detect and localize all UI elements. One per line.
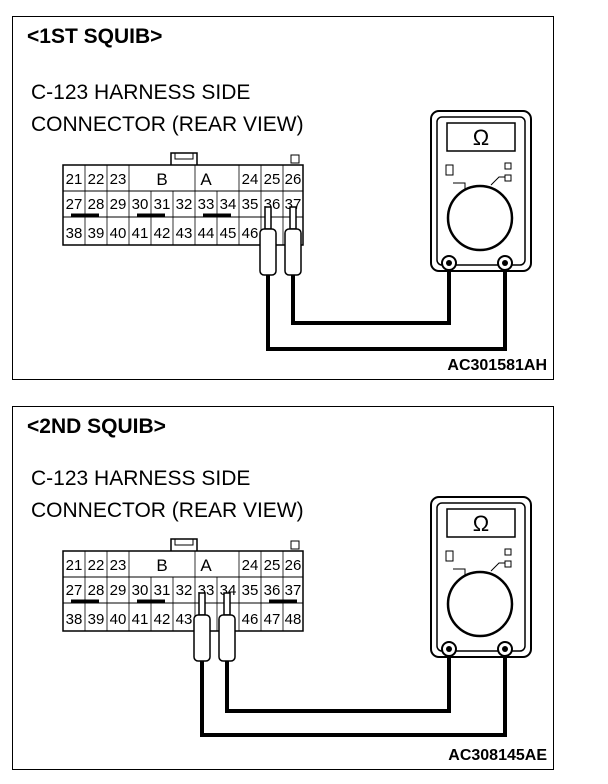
pin-label: 28 xyxy=(88,582,105,599)
pin-label: 40 xyxy=(110,225,127,242)
pin-label: 37 xyxy=(285,196,302,213)
panel-2nd-squib: 21 22 23 B A 24 25 26 27 28 29 30 31 32 … xyxy=(12,406,554,770)
test-probes xyxy=(193,592,236,662)
pin-label: 22 xyxy=(88,171,105,188)
pin-label: 26 xyxy=(285,557,302,574)
pin-label: 44 xyxy=(198,225,215,242)
ohm-icon: Ω xyxy=(473,511,489,536)
pin-label: 22 xyxy=(88,557,105,574)
meter-dial xyxy=(446,570,514,638)
probe-wire-2 xyxy=(291,263,451,325)
cavity-label-b: B xyxy=(156,556,167,575)
pin-label: 27 xyxy=(66,196,83,213)
pin-label: 31 xyxy=(154,582,171,599)
pin-label: 23 xyxy=(110,557,127,574)
figure-code: AC301581AH xyxy=(447,357,547,374)
panel-1st-squib: 21 22 23 B A 24 25 26 27 28 29 30 31 32 … xyxy=(12,16,554,380)
pin-label: 30 xyxy=(132,582,149,599)
pin-label: 32 xyxy=(176,582,193,599)
pin-label: 38 xyxy=(66,611,83,628)
connector-label-line1: C-123 HARNESS SIDE xyxy=(31,81,251,104)
panel-title: <2ND SQUIB> xyxy=(27,415,166,438)
probe-wire-1 xyxy=(266,263,507,351)
probe-wire-2 xyxy=(225,649,451,713)
ohmmeter: Ω xyxy=(430,110,532,272)
connector-c123 xyxy=(62,538,304,632)
diagram-1st-squib: 21 22 23 B A 24 25 26 27 28 29 30 31 32 … xyxy=(62,110,532,351)
cavity-label-a: A xyxy=(200,170,212,189)
panel-title: <1ST SQUIB> xyxy=(27,25,163,48)
pin-label: 35 xyxy=(242,582,259,599)
pin-label: 29 xyxy=(110,582,127,599)
pin-label: 46 xyxy=(242,611,259,628)
pin-label: 32 xyxy=(176,196,193,213)
pin-label: 43 xyxy=(176,611,193,628)
pin-label: 25 xyxy=(264,171,281,188)
pin-label: 36 xyxy=(264,582,281,599)
pin-label: 21 xyxy=(66,557,83,574)
pin-label: 21 xyxy=(66,171,83,188)
test-probes xyxy=(259,206,302,276)
pin-label: 34 xyxy=(220,196,237,213)
pin-label: 27 xyxy=(66,582,83,599)
pin-label: 42 xyxy=(154,225,171,242)
pin-label: 28 xyxy=(88,196,105,213)
pin-label: 39 xyxy=(88,611,105,628)
ohm-icon: Ω xyxy=(473,125,489,150)
connector-label-line1: C-123 HARNESS SIDE xyxy=(31,467,251,490)
pin-label: 38 xyxy=(66,225,83,242)
pin-label: 41 xyxy=(132,225,149,242)
pin-label: 39 xyxy=(88,225,105,242)
pin-label: 43 xyxy=(176,225,193,242)
connector-c123 xyxy=(62,152,304,246)
pin-label: 48 xyxy=(285,611,302,628)
pin-label: 47 xyxy=(264,611,281,628)
cavity-label-b: B xyxy=(156,170,167,189)
pin-label: 41 xyxy=(132,611,149,628)
pin-label: 26 xyxy=(285,171,302,188)
pin-label: 45 xyxy=(220,225,237,242)
ohmmeter: Ω xyxy=(430,496,532,658)
pin-label: 40 xyxy=(110,611,127,628)
connector-label-line2: CONNECTOR (REAR VIEW) xyxy=(31,499,304,522)
figure-code: AC308145AE xyxy=(448,747,547,764)
cavity-label-a: A xyxy=(200,556,212,575)
pin-label: 46 xyxy=(242,225,259,242)
pin-label: 35 xyxy=(242,196,259,213)
probe-wire-1 xyxy=(200,649,507,737)
pin-label: 25 xyxy=(264,557,281,574)
pin-label: 42 xyxy=(154,611,171,628)
pin-label: 33 xyxy=(198,196,215,213)
meter-dial xyxy=(446,184,514,252)
pin-label: 30 xyxy=(132,196,149,213)
pin-label: 37 xyxy=(285,582,302,599)
pin-label: 24 xyxy=(242,557,259,574)
connector-label-line2: CONNECTOR (REAR VIEW) xyxy=(31,113,304,136)
pin-label: 31 xyxy=(154,196,171,213)
pin-label: 24 xyxy=(242,171,259,188)
pin-label: 23 xyxy=(110,171,127,188)
diagram-2nd-squib: 21 22 23 B A 24 25 26 27 28 29 30 31 32 … xyxy=(62,496,532,737)
pin-label: 29 xyxy=(110,196,127,213)
